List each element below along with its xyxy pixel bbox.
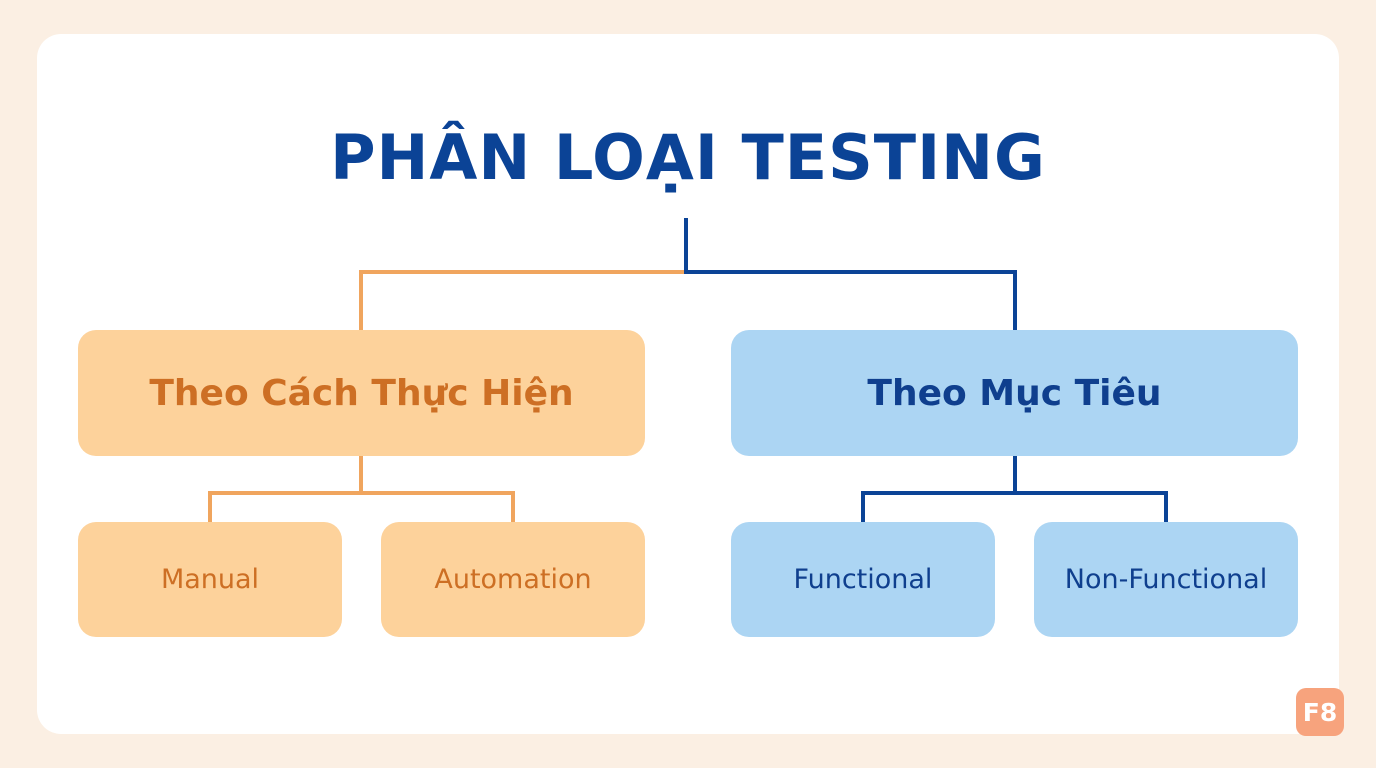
diagram-title: PHÂN LOẠI TESTING (330, 121, 1046, 194)
node-non-functional: Non-Functional (1034, 522, 1298, 637)
node-label: Theo Cách Thực Hiện (149, 372, 574, 414)
node-label: Manual (160, 564, 260, 595)
node-automation: Automation (381, 522, 645, 637)
node-label: Theo Mục Tiêu (867, 372, 1162, 414)
connector-orange-children (208, 456, 515, 522)
node-functional: Functional (731, 522, 995, 637)
connector-root-orange (359, 270, 686, 330)
node-manual: Manual (78, 522, 342, 637)
node-theo-cach-thuc-hien: Theo Cách Thực Hiện (78, 330, 645, 456)
node-label: Non-Functional (1064, 564, 1268, 595)
f8-logo-badge: F8 (1296, 688, 1344, 736)
connector-root-blue (684, 218, 1017, 330)
node-label: Automation (434, 564, 592, 595)
connector-blue-children (861, 456, 1168, 522)
badge-label: F8 (1302, 697, 1338, 727)
node-theo-muc-tieu: Theo Mục Tiêu (731, 330, 1298, 456)
node-label: Functional (793, 564, 933, 595)
